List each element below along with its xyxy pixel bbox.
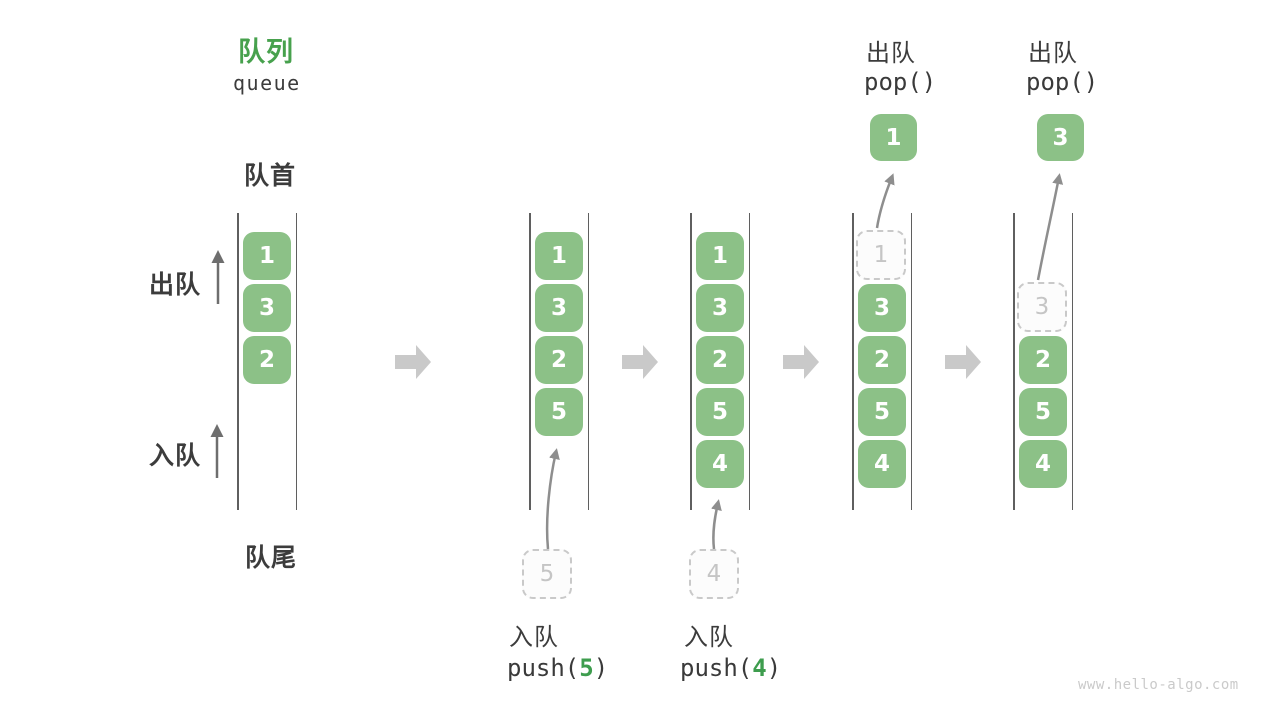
- code-close: ): [921, 68, 937, 96]
- queue-item: 3: [696, 284, 744, 332]
- queue-item: 1: [243, 232, 291, 280]
- code-fn: push(: [507, 654, 580, 682]
- watermark: www.hello-algo.com: [1078, 677, 1239, 693]
- queue-wall-left: [1013, 213, 1015, 510]
- code-fn: pop(: [864, 68, 922, 96]
- label-enqueue-direction: 入队: [149, 442, 202, 470]
- code-close: ): [593, 654, 609, 682]
- queue-item-removed: 3: [1017, 282, 1067, 332]
- queue-state-2: 1 3 2 5: [529, 213, 589, 510]
- queue-wall-right: [910, 213, 912, 510]
- arrow-right-icon: [945, 345, 981, 379]
- queue-item: 3: [535, 284, 583, 332]
- page-title: 队列: [238, 37, 294, 67]
- queue-wall-right: [587, 213, 589, 510]
- queue-item: 4: [858, 440, 906, 488]
- queue-state-3: 1 3 2 5 4: [690, 213, 750, 510]
- popped-item: 3: [1037, 114, 1084, 161]
- operation-code: push(5): [507, 654, 608, 682]
- queue-item: 2: [858, 336, 906, 384]
- operation-code: pop(): [1026, 68, 1098, 96]
- queue-item: 5: [858, 388, 906, 436]
- queue-wall-left: [690, 213, 692, 510]
- code-arg: 5: [579, 654, 594, 682]
- operation-code: pop(): [864, 68, 936, 96]
- label-dequeue-direction: 出队: [149, 271, 202, 299]
- queue-item: 2: [1019, 336, 1067, 384]
- queue-item: 5: [696, 388, 744, 436]
- queue-state-1: 1 3 2: [237, 213, 297, 510]
- queue-wall-right: [748, 213, 750, 510]
- queue-wall-left: [529, 213, 531, 510]
- label-queue-rear: 队尾: [245, 544, 298, 572]
- queue-item: 2: [535, 336, 583, 384]
- queue-item: 4: [696, 440, 744, 488]
- queue-item: 5: [535, 388, 583, 436]
- code-close: ): [766, 654, 782, 682]
- arrow-right-icon: [783, 345, 819, 379]
- operation-label: 入队: [684, 624, 734, 651]
- queue-state-4: 1 3 2 5 4: [852, 213, 912, 510]
- queue-item-removed: 1: [856, 230, 906, 280]
- incoming-item: 5: [522, 549, 572, 599]
- queue-item: 2: [696, 336, 744, 384]
- code-fn: push(: [680, 654, 753, 682]
- queue-wall-right: [1071, 213, 1073, 510]
- queue-wall-left: [237, 213, 239, 510]
- arrow-right-icon: [622, 345, 658, 379]
- code-arg: 4: [752, 654, 767, 682]
- queue-item: 3: [243, 284, 291, 332]
- operation-label: 出队: [866, 40, 916, 67]
- popped-item: 1: [870, 114, 917, 161]
- page-subtitle: queue: [233, 71, 301, 95]
- incoming-item: 4: [689, 549, 739, 599]
- queue-wall-right: [295, 213, 297, 510]
- code-fn: pop(: [1026, 68, 1084, 96]
- operation-label: 入队: [509, 624, 559, 651]
- queue-item: 1: [696, 232, 744, 280]
- code-close: ): [1083, 68, 1099, 96]
- label-queue-front: 队首: [244, 162, 297, 190]
- queue-state-5: 3 2 5 4: [1013, 213, 1073, 510]
- operation-label: 出队: [1028, 40, 1078, 67]
- queue-item: 5: [1019, 388, 1067, 436]
- queue-item: 4: [1019, 440, 1067, 488]
- queue-item: 3: [858, 284, 906, 332]
- operation-code: push(4): [680, 654, 781, 682]
- queue-item: 2: [243, 336, 291, 384]
- arrow-right-icon: [395, 345, 431, 379]
- queue-item: 1: [535, 232, 583, 280]
- queue-wall-left: [852, 213, 854, 510]
